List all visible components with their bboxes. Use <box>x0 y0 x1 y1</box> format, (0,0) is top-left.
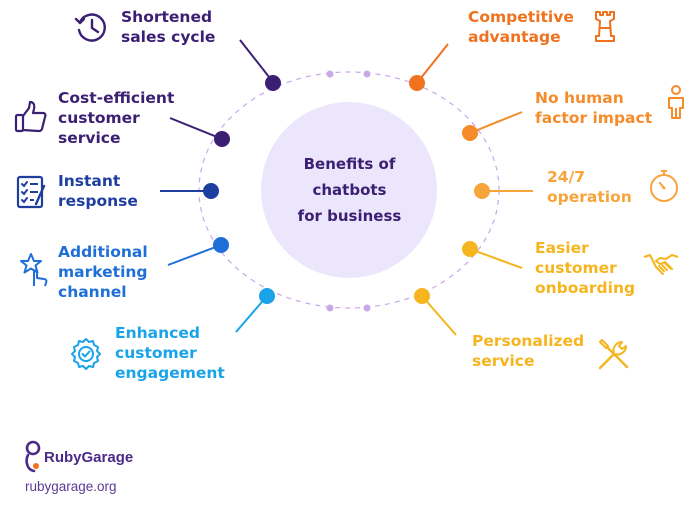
node-dot-additional-marketing-channel <box>213 237 229 253</box>
ring-dot <box>363 70 371 78</box>
node-dot-enhanced-customer-engagement <box>259 288 275 304</box>
connector-line <box>169 117 223 140</box>
center-circle <box>261 102 437 278</box>
node-dot-competitive-advantage <box>409 75 425 91</box>
label-additional-marketing-channel: Additional marketing channel <box>58 243 148 301</box>
label-no-human-factor-impact: No human factor impact <box>535 89 653 127</box>
label-cost-efficient-service: Cost-efficient customer service <box>58 89 175 147</box>
stopwatch-icon <box>650 170 678 202</box>
gear-check-icon <box>71 338 101 370</box>
label-operation-24-7: 24/7 operation <box>547 168 632 206</box>
rubygarage-logo <box>25 440 41 473</box>
checklist-icon <box>16 175 46 209</box>
clock-arrow-icon <box>74 13 106 42</box>
thumbs-up-icon <box>14 100 47 133</box>
label-competitive-advantage: Competitive advantage <box>468 8 574 46</box>
person-icon <box>668 85 684 119</box>
node-dot-easier-customer-onboarding <box>462 241 478 257</box>
connector-line <box>167 244 222 266</box>
label-personalized-service: Personalized service <box>472 332 585 370</box>
label-enhanced-customer-engagement: Enhanced customer engagement <box>115 324 225 382</box>
node-dot-instant-response <box>203 183 219 199</box>
node-dot-personalized-service <box>414 288 430 304</box>
star-pointer-icon <box>20 253 48 287</box>
connector-line <box>239 39 274 83</box>
ring-dot <box>326 304 334 312</box>
center-title: Benefits of chatbots for business <box>297 155 402 225</box>
connector-line <box>421 295 457 336</box>
tools-icon <box>598 339 629 370</box>
node-dot-cost-efficient-service <box>214 131 230 147</box>
connector-line <box>469 111 523 134</box>
ring-dot <box>363 304 371 312</box>
connector-line <box>416 43 449 84</box>
ring-dot <box>326 70 334 78</box>
rook-icon <box>595 11 615 42</box>
label-instant-response: Instant response <box>58 172 138 210</box>
connector-line <box>469 248 523 269</box>
brand-url[interactable]: rubygarage.org <box>25 479 117 494</box>
brand-name: RubyGarage <box>44 449 134 466</box>
label-easier-customer-onboarding: Easier customer onboarding <box>535 239 636 297</box>
node-dot-no-human-factor-impact <box>462 125 478 141</box>
node-dot-shortened-sales-cycle <box>265 75 281 91</box>
node-dot-operation-24-7 <box>474 183 490 199</box>
handshake-icon <box>643 254 679 275</box>
label-shortened-sales-cycle: Shortened sales cycle <box>121 8 216 46</box>
